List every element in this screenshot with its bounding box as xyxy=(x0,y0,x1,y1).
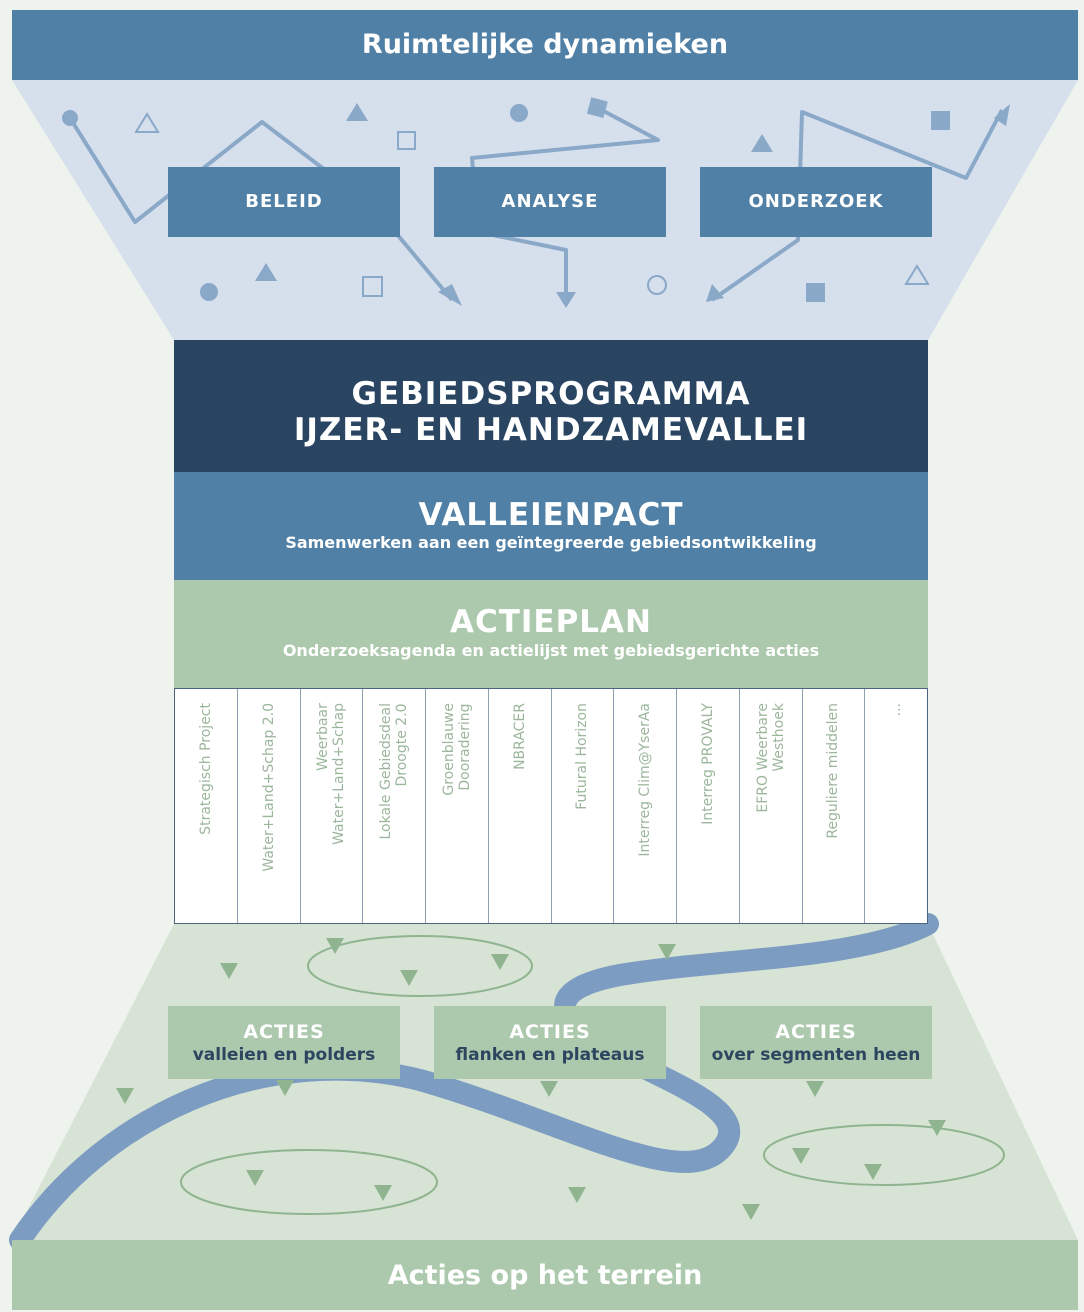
pact-subtitle: Samenwerken aan een geïntegreerde gebied… xyxy=(285,533,817,552)
instrument-cell: Futural Horizon xyxy=(552,689,615,923)
square-icon xyxy=(586,97,608,119)
programme-line2: IJZER- EN HANDZAMEVALLEI xyxy=(293,412,809,448)
actions-title: ACTIES xyxy=(243,1021,325,1043)
circle-outline-icon xyxy=(647,275,667,295)
instrument-cell: Lokale Gebiedsdeal Droogte 2.0 xyxy=(363,689,426,923)
instrument-cell: ... xyxy=(865,689,927,923)
actions-subtitle: valleien en polders xyxy=(192,1045,376,1065)
instrument-label: Groenblauwe Dooradering xyxy=(440,703,473,796)
instrument-label: Lokale Gebiedsdeal Droogte 2.0 xyxy=(378,703,411,840)
square-icon xyxy=(931,111,950,130)
instrument-cell: Interreg PROVALY xyxy=(677,689,740,923)
triangle-icon xyxy=(346,103,368,121)
area-ellipses xyxy=(180,935,1005,1215)
programme-line1: GEBIEDSPROGRAMMA xyxy=(351,376,751,412)
instrument-label: EFRO Weerbare Westhoek xyxy=(754,703,787,813)
circle-icon xyxy=(200,283,218,301)
actionplan-title: ACTIEPLAN xyxy=(449,604,652,640)
actions-title: ACTIES xyxy=(775,1021,857,1043)
square-outline-icon xyxy=(362,276,383,297)
action-markers xyxy=(116,938,946,1220)
actions-box-valleien: ACTIES valleien en polders xyxy=(168,1006,400,1079)
actions-subtitle: flanken en plateaus xyxy=(455,1045,645,1065)
instrument-label: Weerbaar Water+Land+Schap xyxy=(315,703,348,845)
instrument-label: NBRACER xyxy=(511,703,528,770)
actions-subtitle: over segmenten heen xyxy=(711,1045,921,1065)
source-box-beleid: BELEID xyxy=(168,167,400,237)
instrument-label: Interreg PROVALY xyxy=(699,703,716,825)
square-icon xyxy=(806,283,825,302)
instrument-cell: Groenblauwe Dooradering xyxy=(426,689,489,923)
pact-block: VALLEIENPACT Samenwerken aan een geïnteg… xyxy=(174,472,928,580)
circle-icon xyxy=(510,104,528,122)
instrument-cell: Reguliere middelen xyxy=(803,689,866,923)
instrument-cell: Water+Land+Schap 2.0 xyxy=(238,689,301,923)
triangle-icon xyxy=(255,263,277,281)
actions-title: ACTIES xyxy=(509,1021,591,1043)
instrument-label: Interreg Clim@YserAa xyxy=(637,703,654,857)
actions-box-segmenten: ACTIES over segmenten heen xyxy=(700,1006,932,1079)
actionplan-block: ACTIEPLAN Onderzoeksagenda en actielijst… xyxy=(174,580,928,688)
instrument-label: Strategisch Project xyxy=(197,703,214,835)
instrument-cell: Weerbaar Water+Land+Schap xyxy=(301,689,364,923)
scattered-shapes-top xyxy=(62,97,950,302)
instrument-label: Reguliere middelen xyxy=(825,703,842,839)
instrument-cell: Interreg Clim@YserAa xyxy=(614,689,677,923)
instrument-cell: EFRO Weerbare Westhoek xyxy=(740,689,803,923)
instruments-table: Strategisch Project Water+Land+Schap 2.0… xyxy=(174,688,928,924)
source-box-analyse: ANALYSE xyxy=(434,167,666,237)
instrument-label: ... xyxy=(888,703,905,717)
actionplan-subtitle: Onderzoeksagenda en actielijst met gebie… xyxy=(282,641,820,660)
instrument-cell: Strategisch Project xyxy=(175,689,238,923)
triangle-icon xyxy=(751,134,773,152)
instrument-label: Water+Land+Schap 2.0 xyxy=(260,703,277,872)
instrument-label: Futural Horizon xyxy=(574,703,591,810)
square-outline-icon xyxy=(397,131,416,150)
arrowheads-top xyxy=(438,104,1010,308)
pact-title: VALLEIENPACT xyxy=(418,497,684,533)
instrument-cell: NBRACER xyxy=(489,689,552,923)
circle-icon xyxy=(62,110,78,126)
triangle-outline-icon xyxy=(134,112,160,133)
programme-block: GEBIEDSPROGRAMMA IJZER- EN HANDZAMEVALLE… xyxy=(174,340,928,472)
actions-box-flanken: ACTIES flanken en plateaus xyxy=(434,1006,666,1079)
triangle-outline-icon xyxy=(904,264,930,285)
footer-bar: Acties op het terrein xyxy=(12,1240,1078,1310)
source-box-onderzoek: ONDERZOEK xyxy=(700,167,932,237)
header-bar: Ruimtelijke dynamieken xyxy=(12,10,1078,80)
